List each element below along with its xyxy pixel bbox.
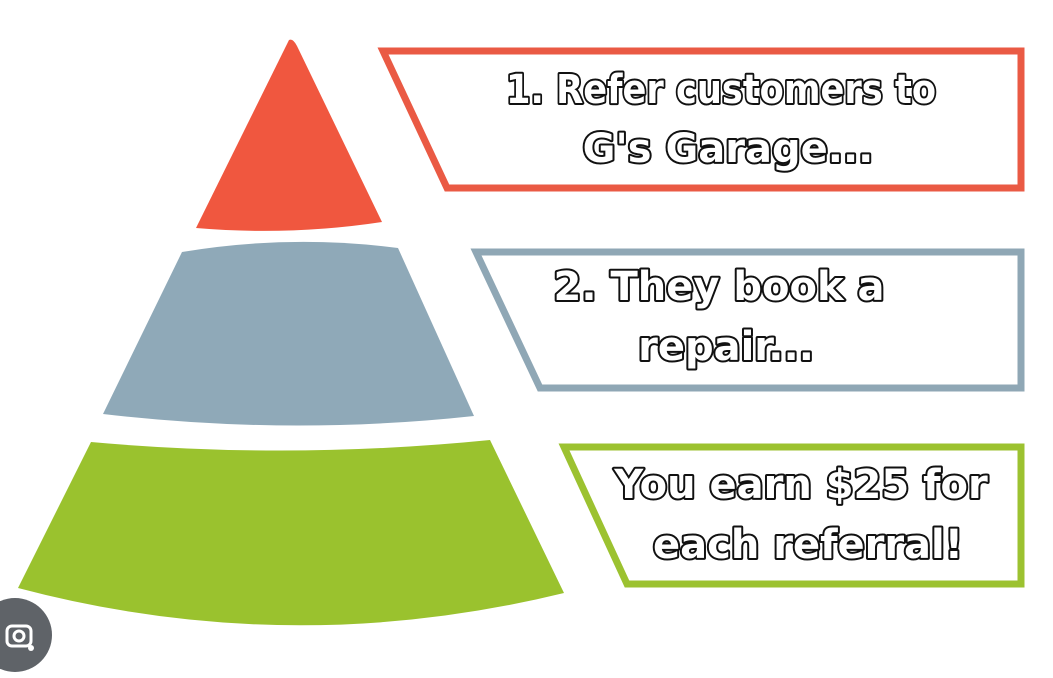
- callout-line: repair...: [638, 324, 814, 370]
- tier-earn: You earn $25 for each referral!: [18, 440, 1025, 626]
- callout-line: 1. Refer customers to: [506, 67, 936, 113]
- callout-text-earn: You earn $25 for each referral!: [613, 462, 1001, 568]
- callout-box-book: [470, 248, 1025, 392]
- callout-box-earn: [558, 443, 1025, 588]
- callout-line: You earn $25 for: [613, 462, 988, 508]
- callout-line: 2. They book a: [554, 264, 885, 310]
- tier-refer: 1. Refer customers to G's Garage...: [196, 39, 1025, 231]
- callout-line: each referral!: [653, 522, 963, 568]
- pyramid-tier-top: [196, 39, 382, 231]
- tier-book: 2. They book a repair...: [103, 241, 1025, 426]
- callout-text-refer: 1. Refer customers to G's Garage...: [506, 67, 950, 172]
- pyramid-tier-middle: [103, 241, 474, 426]
- lens-search-icon: [5, 624, 34, 651]
- callout-text-book: 2. They book a repair...: [554, 264, 899, 370]
- callout-box-refer: [377, 47, 1025, 192]
- callout-line: G's Garage...: [583, 126, 874, 172]
- pyramid-tier-bottom: [18, 440, 564, 626]
